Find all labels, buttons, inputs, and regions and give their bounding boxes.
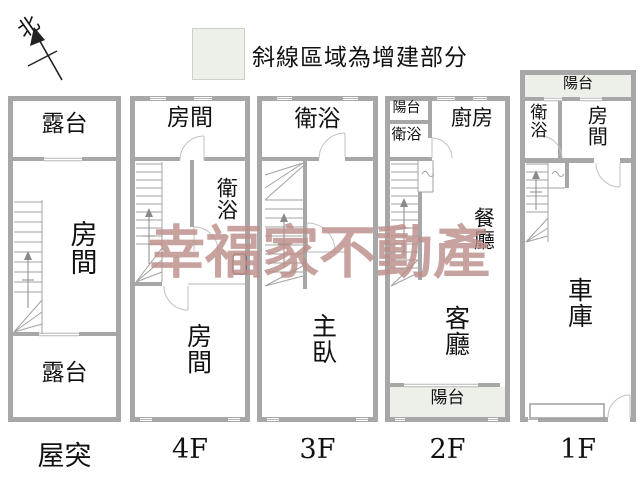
outer-wall xyxy=(257,96,378,422)
addition-area xyxy=(390,387,505,417)
stairs-icon xyxy=(135,162,163,283)
legend-addition-swatch xyxy=(192,28,245,80)
door-arc-icon xyxy=(163,285,189,311)
room-label-living-room: 客廳 xyxy=(441,305,471,357)
room-label-balcony: 陽台 xyxy=(562,74,593,92)
room-label-terrace-top: 露台 xyxy=(41,111,88,137)
outer-wall xyxy=(520,70,636,422)
floor-label-4f: 4F xyxy=(172,434,208,465)
plan-roof-drawing xyxy=(8,96,121,422)
wall-openings xyxy=(267,97,368,421)
wall-openings xyxy=(140,97,240,421)
inner-walls xyxy=(262,157,373,289)
room-label-room-top: 房間 xyxy=(167,105,213,131)
room-label-master-bedroom: 主臥 xyxy=(308,313,338,365)
floor-label-roof: 屋突 xyxy=(37,441,92,472)
door-arc-icon xyxy=(595,162,621,188)
room-label-terrace-bottom: 露台 xyxy=(41,360,88,386)
wall-openings xyxy=(528,417,630,422)
door-arc-icon xyxy=(193,226,219,252)
room-label-balcony-top: 陽台 xyxy=(392,100,421,116)
room-label-room: 房間 xyxy=(584,105,609,147)
plan-3f-drawing xyxy=(257,96,378,422)
floor-label-1f: 1F xyxy=(560,434,596,465)
north-arrow-icon xyxy=(27,27,63,81)
garage-door-icon xyxy=(529,403,605,419)
wall-openings xyxy=(395,97,498,421)
inner-walls xyxy=(135,157,245,286)
door-arc-icon xyxy=(318,132,346,160)
room-label-room: 房間 xyxy=(65,220,97,276)
outer-wall xyxy=(8,96,121,422)
door-arc-icon xyxy=(607,394,631,418)
room-label-kitchen: 廚房 xyxy=(451,106,493,130)
room-label-bathroom: 衛浴 xyxy=(391,125,422,143)
plan-1f-drawing xyxy=(520,70,636,422)
plan-1f: 陽台 衛浴 房間 車庫 xyxy=(520,70,636,422)
door-arc-icon xyxy=(179,135,205,161)
room-label-balcony-bottom: 陽台 xyxy=(430,388,465,408)
legend-text: 斜線區域為增建部分 xyxy=(252,45,468,71)
stairs-icon xyxy=(13,200,43,334)
addition-area xyxy=(525,75,631,97)
floor-label-3f: 3F xyxy=(299,434,336,465)
north-compass: 北 xyxy=(13,11,63,81)
plan-roof: 露台 房間 露台 xyxy=(8,96,121,422)
room-label-room-bottom: 房間 xyxy=(183,323,213,375)
toilet-icon xyxy=(232,253,247,275)
inner-walls xyxy=(13,157,116,337)
stairs-icon xyxy=(264,162,304,287)
door-arc-icon xyxy=(431,137,453,159)
stairs-icon xyxy=(525,162,565,243)
inner-walls xyxy=(525,97,631,188)
room-label-bathroom: 衛浴 xyxy=(526,103,547,139)
floor-label-2f: 2F xyxy=(429,434,466,465)
watermark-text: 幸福家不動產 xyxy=(148,219,490,286)
plan-4f-drawing xyxy=(130,96,250,422)
outer-wall xyxy=(130,96,250,422)
room-label-garage: 車庫 xyxy=(564,277,594,329)
door-arc-icon xyxy=(306,222,336,252)
room-label-bathroom: 衛浴 xyxy=(294,106,341,132)
stairs-icon xyxy=(390,160,435,287)
room-label-bathroom: 衛浴 xyxy=(214,177,239,221)
plan-4f: 房間 衛浴 房間 xyxy=(130,96,250,422)
plan-2f: 陽台 衛浴 廚房 餐廳 客廳 陽台 xyxy=(385,96,510,422)
plan-2f-drawing xyxy=(385,96,510,422)
plan-3f: 衛浴 主臥 xyxy=(257,96,378,422)
room-label-dining-room: 餐廳 xyxy=(471,207,496,251)
door-arc-icon xyxy=(539,135,563,159)
inner-walls xyxy=(390,101,500,388)
